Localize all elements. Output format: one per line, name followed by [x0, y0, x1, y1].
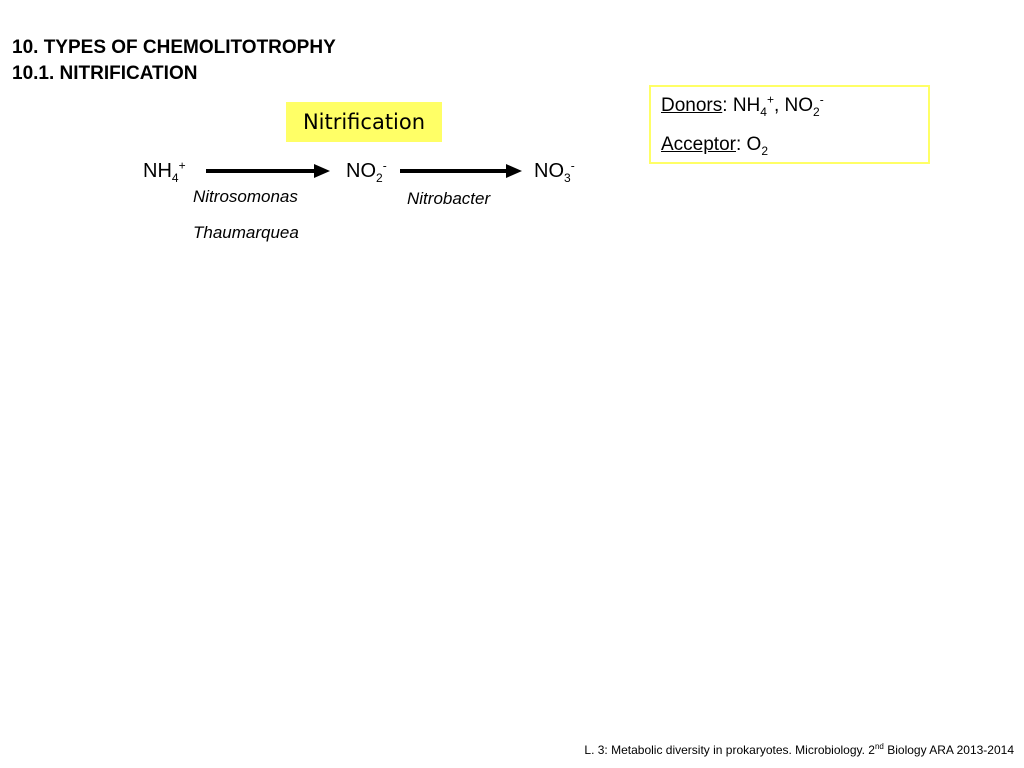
donor-ammonium: NH4+ [732, 92, 774, 119]
arrow-head-icon [506, 164, 522, 178]
donors-label: Donors [661, 95, 723, 116]
donors-separator: , [773, 95, 785, 116]
nitrate-node: NO3- [534, 158, 575, 185]
nitrification-badge: Nitrification [286, 102, 442, 142]
donors-line: Donors: NH4+, NO2- [661, 92, 824, 119]
nitrite-node: NO2- [346, 158, 387, 185]
slide-title: 10. TYPES OF CHEMOLITOTROPHY [12, 37, 336, 58]
organism-thaumarquea: Thaumarquea [193, 223, 299, 242]
donor-nitrite: NO2- [784, 92, 824, 119]
donor-acceptor-box: Donors: NH4+, NO2- Acceptor: O2 [649, 85, 930, 164]
arrow-nitritation [206, 164, 330, 178]
slide-footer: L. 3: Metabolic diversity in prokaryotes… [584, 742, 1014, 758]
acceptor-label: Acceptor [661, 134, 736, 155]
ammonium-node: NH4+ [143, 158, 186, 185]
organism-nitrosomonas: Nitrosomonas [193, 187, 298, 206]
acceptor-oxygen: O2 [746, 134, 769, 158]
arrow-head-icon [314, 164, 330, 178]
arrow-nitratation [400, 164, 522, 178]
slide-subtitle: 10.1. NITRIFICATION [12, 63, 198, 84]
organism-nitrobacter: Nitrobacter [407, 189, 491, 208]
acceptor-line: Acceptor: O2 [661, 134, 769, 158]
